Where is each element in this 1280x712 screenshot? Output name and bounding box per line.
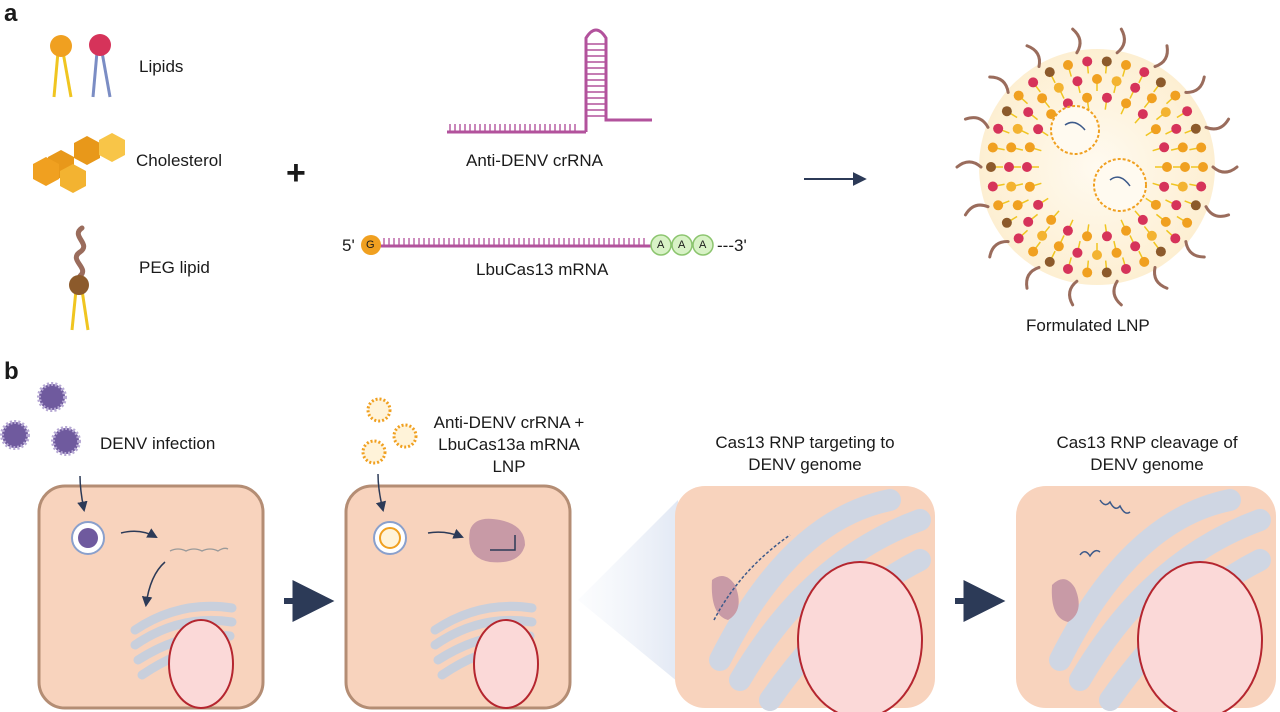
mrna-strand — [361, 234, 714, 256]
step2-line1: Anti-DENV crRNA + — [433, 413, 585, 432]
three-prime-label: ---3' — [717, 236, 747, 255]
plus-sign: + — [286, 154, 306, 192]
step2-line3: LNP — [492, 457, 526, 476]
cell-lnp-delivery — [344, 473, 572, 710]
endosome-virus-icon — [78, 528, 98, 548]
crrna-label: Anti-DENV crRNA — [466, 151, 603, 170]
nucleus-icon — [168, 619, 234, 709]
denv-virions — [0, 382, 81, 456]
step3-line1: Cas13 RNP targeting to — [715, 433, 895, 452]
lnp-mini-icons — [361, 397, 418, 465]
mrna-label: LbuCas13 mRNA — [476, 260, 609, 279]
lipid-orange-icon — [50, 35, 73, 98]
panel-b-label: b — [4, 358, 19, 385]
step2-line2: LbuCas13a mRNA — [438, 435, 580, 454]
polya-2: A — [678, 239, 686, 251]
step3-line2: DENV genome — [748, 455, 862, 474]
cas13-rnp-icon — [469, 518, 525, 563]
step4-line2: DENV genome — [1090, 455, 1204, 474]
lipids-label: Lipids — [139, 57, 184, 76]
lnp-particle-icon — [955, 27, 1239, 307]
peg-lipid-icon — [69, 225, 90, 331]
peg-lipid-label: PEG lipid — [139, 258, 210, 277]
zoom-cell-targeting — [675, 486, 935, 712]
polya-3: A — [699, 239, 707, 251]
cap-label: G — [366, 239, 375, 251]
panel-a-label: a — [4, 0, 18, 27]
polya-1: A — [657, 239, 665, 251]
cholesterol-icon — [33, 133, 125, 193]
cholesterol-label: Cholesterol — [136, 151, 222, 170]
viral-rna-icon — [169, 547, 229, 552]
step1-label: DENV infection — [100, 434, 216, 453]
step4-line1: Cas13 RNP cleavage of — [1056, 433, 1238, 452]
zoom-cone — [578, 500, 678, 682]
crrna-hairpin — [447, 28, 652, 134]
lnp-label: Formulated LNP — [1026, 316, 1150, 335]
lipid-red-icon — [89, 34, 112, 98]
cell-infection — [37, 475, 265, 710]
five-prime-label: 5' — [342, 236, 355, 255]
zoom-cell-cleavage — [1016, 486, 1276, 712]
mrna-cap-icon — [361, 235, 381, 255]
